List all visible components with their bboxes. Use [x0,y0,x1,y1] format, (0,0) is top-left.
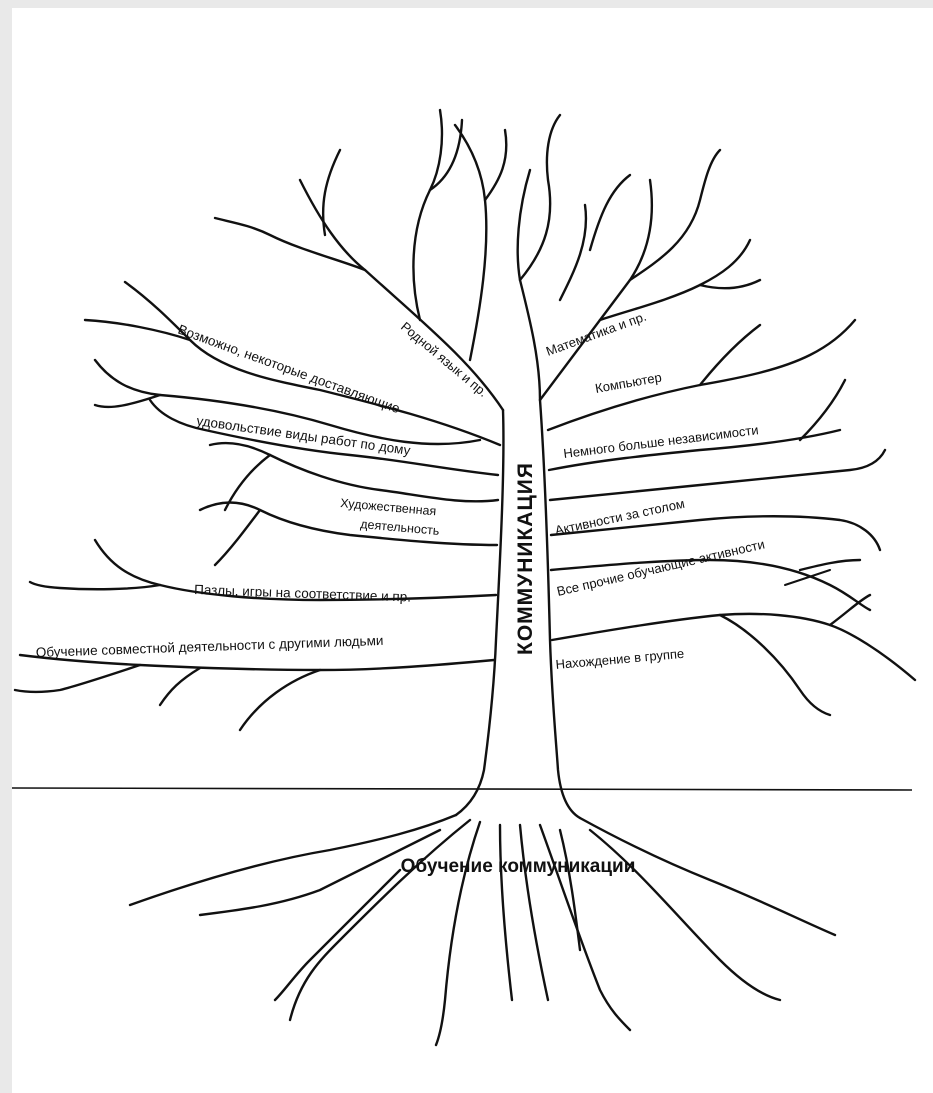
trunk-label: КОММУНИКАЦИЯ [514,462,537,655]
branch-label-native-language: Родной язык и пр. [398,319,491,400]
tree-roots [130,815,835,1045]
branch-label-household-1: Возможно, некоторые доставляющие [176,322,402,416]
branch-label-puzzles: Пазлы, игры на соответствие и пр. [194,582,411,605]
roots-label: Обучение коммуникации [401,856,636,877]
branch-label-computer: Компьютер [594,369,663,395]
branch-label-art-2: деятельность [360,517,440,538]
branch-label-group: Нахождение в группе [555,646,685,672]
branch-label-joint-activity: Обучение совместной деятельности с други… [36,633,384,660]
branch-label-art-1: Художественная [340,496,437,518]
diagram-page: КОММУНИКАЦИЯ Родной язык и пр. Математик… [12,8,933,1093]
ground-line [12,788,912,790]
branch-label-table-activities: Активности за столом [554,496,687,538]
communication-tree-diagram: КОММУНИКАЦИЯ Родной язык и пр. Математик… [12,8,933,1093]
branch-label-math: Математика и пр. [544,309,648,359]
